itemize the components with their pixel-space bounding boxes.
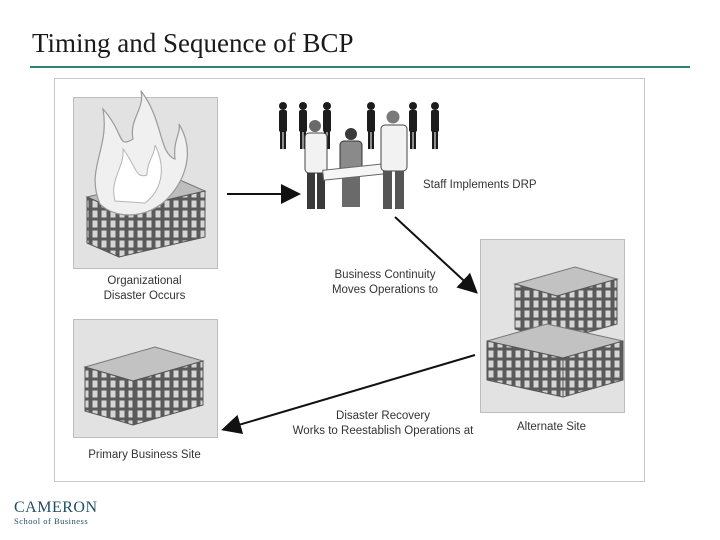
logo-name: CAMERON [14,499,98,516]
bcp-diagram: Organizational Disaster Occurs Staff Imp… [54,78,645,482]
staff-group-icon [279,102,439,209]
alternate-label: Alternate Site [516,421,587,433]
arrow-alternate-to-primary [221,354,476,435]
primary-building-icon [83,346,205,426]
logo-subtitle: School of Business [14,516,89,526]
slide-title: Timing and Sequence of BCP [32,28,354,58]
disaster-label: Organizational Disaster Occurs [103,275,186,302]
burning-building-icon [85,90,207,258]
staff-label: Staff Implements DRP [423,179,537,191]
continuity-label: Business Continuity Moves Operations to [331,269,439,296]
primary-label: Primary Business Site [88,449,201,461]
diagram-artwork [83,90,624,435]
arrow-staff-to-alternate [394,216,478,294]
title-divider [30,66,690,68]
cameron-logo: CAMERON School of Business [14,500,98,526]
recovery-label: Disaster Recovery Works to Reestablish O… [292,410,474,437]
alternate-building-icon [486,266,624,398]
